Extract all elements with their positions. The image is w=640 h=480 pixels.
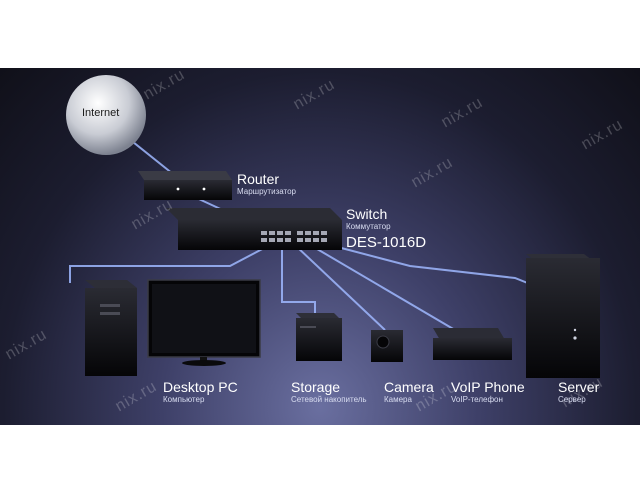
router-label: Router Маршрутизатор: [237, 172, 296, 197]
desktop-monitor: [147, 279, 261, 366]
storage-title: Storage: [291, 379, 341, 395]
internet-globe: [66, 75, 146, 155]
switch-subtitle: Коммутатор: [346, 222, 391, 231]
router-title: Router: [237, 171, 280, 187]
voip-title: VoIP Phone: [451, 379, 525, 395]
link-switch-desktop: [69, 245, 269, 283]
camera-subtitle: Камера: [384, 395, 412, 404]
router-subtitle: Маршрутизатор: [237, 187, 296, 196]
switch-device: [166, 208, 342, 250]
server-device: [526, 254, 600, 378]
camera-title: Camera: [384, 379, 434, 395]
storage-device: [296, 313, 342, 361]
voip-label: VoIP Phone VoIP-телефон: [451, 380, 525, 405]
storage-label: Storage Сетевой накопитель: [291, 380, 367, 405]
storage-subtitle: Сетевой накопитель: [291, 395, 367, 404]
desktop-subtitle: Компьютер: [163, 395, 205, 404]
switch-label: Switch Коммутатор: [346, 207, 391, 232]
voip-phone-device: [433, 328, 512, 360]
voip-subtitle: VoIP-телефон: [451, 395, 503, 404]
server-label: Server Сервер: [558, 380, 599, 405]
desktop-label: Desktop PC Компьютер: [163, 380, 238, 405]
network-diagram: nix.ru nix.ru nix.ru nix.ru nix.ru nix.r…: [0, 68, 640, 425]
router-device: [138, 171, 232, 200]
link-switch-voip: [311, 245, 456, 331]
server-title: Server: [558, 379, 600, 395]
link-switch-storage: [281, 246, 316, 316]
connection-lines: [69, 129, 546, 331]
camera-label: Camera Камера: [384, 380, 434, 405]
desktop-title: Desktop PC: [163, 379, 238, 395]
switch-model: DES-1016D: [346, 234, 427, 251]
switch-title: Switch: [346, 206, 388, 222]
internet-label: Internet: [82, 107, 120, 119]
link-switch-camera: [295, 245, 386, 331]
diagram-graphics: [66, 75, 600, 378]
camera-device: [371, 330, 403, 362]
desktop-tower: [85, 280, 137, 376]
server-subtitle: Сервер: [558, 395, 586, 404]
